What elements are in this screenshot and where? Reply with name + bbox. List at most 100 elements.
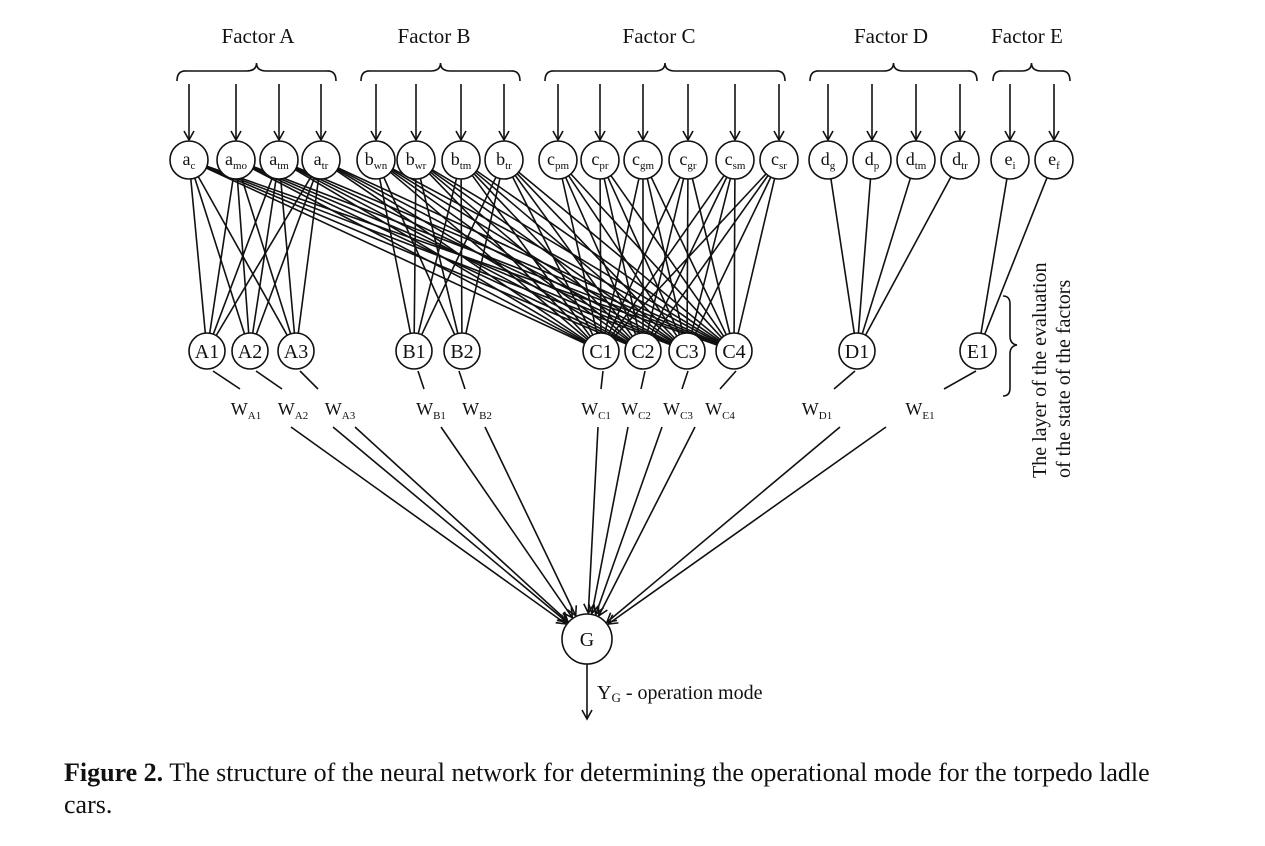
edge-cpr-C1 xyxy=(599,178,602,334)
hidden-label-c3: C3 xyxy=(675,341,698,363)
input-node-dp xyxy=(852,140,892,180)
weight-stub-b1 xyxy=(417,370,425,390)
weight-edge-a2 xyxy=(332,426,569,624)
edge-dp-D1 xyxy=(857,178,872,334)
input-node-cgm xyxy=(623,140,663,180)
input-node-ef xyxy=(1034,140,1074,180)
input-label-cgm: cgm xyxy=(632,149,655,172)
edge-bwn-C4 xyxy=(392,168,719,344)
edge-csm-C1 xyxy=(610,175,725,337)
edge-cpm-C1 xyxy=(561,178,598,334)
input-node-ac xyxy=(169,140,209,180)
input-node-atr xyxy=(301,140,341,180)
weight-edge-a3 xyxy=(354,426,570,623)
hidden-node-a1 xyxy=(188,332,226,370)
input-node-bwn xyxy=(356,140,396,180)
input-node-csr xyxy=(759,140,799,180)
edge-bwn-C2 xyxy=(391,170,629,342)
edge-csr-C3 xyxy=(694,176,772,336)
hidden-label-c1: C1 xyxy=(589,341,612,363)
factor-brace-a xyxy=(176,62,337,82)
hidden-label-d1: D1 xyxy=(845,341,869,363)
edge-csm-C4 xyxy=(733,178,736,334)
weight-edge-e1 xyxy=(606,426,887,625)
edge-btr-B2 xyxy=(465,178,501,334)
output-description: YG - operation mode xyxy=(597,682,763,705)
factor-label-d: Factor D xyxy=(854,24,928,48)
weight-edge-c2 xyxy=(587,426,629,616)
weight-stub-b2 xyxy=(458,370,466,390)
hidden-label-a3: A3 xyxy=(284,341,308,363)
edge-btm-B2 xyxy=(460,178,463,334)
weight-label-b1: WB1 xyxy=(416,399,446,422)
weight-label-e1: WE1 xyxy=(905,399,934,422)
caption-text: The structure of the neural network for … xyxy=(64,758,1150,819)
input-label-btr: btr xyxy=(496,149,512,172)
edge-cgr-C3 xyxy=(686,178,689,334)
hidden-label-e1: E1 xyxy=(967,341,989,363)
hidden-node-e1 xyxy=(959,332,997,370)
weight-stub-e1 xyxy=(943,370,977,390)
hidden-node-b2 xyxy=(443,332,481,370)
weight-label-a1: WA1 xyxy=(231,399,261,422)
edge-csr-C2 xyxy=(652,175,769,337)
input-label-amo: amo xyxy=(225,149,248,172)
layer-note-line-2: of the state of the factors xyxy=(1053,280,1075,478)
edge-btm-C1 xyxy=(471,174,592,337)
edge-btr-B1 xyxy=(420,176,497,336)
weight-stub-c1 xyxy=(600,370,604,390)
factor-brace-c xyxy=(544,62,786,82)
input-label-ei: ei xyxy=(1004,149,1015,172)
edge-cpm-C4 xyxy=(570,173,723,339)
input-node-ei xyxy=(990,140,1030,180)
input-node-atm xyxy=(259,140,299,180)
edge-atr-C4 xyxy=(337,167,719,345)
weight-label-b2: WB2 xyxy=(462,399,492,422)
factor-label-b: Factor B xyxy=(398,24,471,48)
edge-cgr-C1 xyxy=(607,176,681,335)
input-label-dtr: dtr xyxy=(952,149,968,172)
edge-atm-A1 xyxy=(212,177,274,335)
edge-amo-A1 xyxy=(208,178,234,334)
input-label-csr: csr xyxy=(771,149,787,172)
weight-edge-b1 xyxy=(440,426,574,619)
edge-atr-A1 xyxy=(215,175,312,336)
input-label-cpm: cpm xyxy=(547,149,570,172)
input-label-dp: dp xyxy=(865,149,880,172)
edge-btm-B1 xyxy=(417,178,458,334)
input-label-dtm: dtm xyxy=(906,149,927,172)
weight-stub-c4 xyxy=(719,370,737,390)
edge-amo-A3 xyxy=(240,177,292,335)
edge-atm-C1 xyxy=(294,169,586,343)
factor-brace-b xyxy=(360,62,521,82)
weight-edge-c3 xyxy=(593,426,663,617)
edge-atm-C4 xyxy=(296,166,718,345)
hidden-node-c1 xyxy=(582,332,620,370)
hidden-node-c4 xyxy=(715,332,753,370)
layer-brace xyxy=(1002,295,1018,397)
edge-bwn-C1 xyxy=(389,171,588,341)
edge-bwr-C1 xyxy=(428,173,590,339)
weight-label-c3: WC3 xyxy=(663,399,693,422)
edge-cgr-C2 xyxy=(646,178,685,334)
factor-brace-d xyxy=(809,62,978,82)
edge-btr-C3 xyxy=(516,173,676,339)
edge-ef-E1 xyxy=(983,177,1048,335)
input-label-dg: dg xyxy=(821,149,836,172)
factor-label-a: Factor A xyxy=(222,24,296,48)
weight-label-a2: WA2 xyxy=(278,399,308,422)
weight-label-c1: WC1 xyxy=(581,399,611,422)
edge-btm-C4 xyxy=(476,170,720,342)
weight-stub-d1 xyxy=(833,370,856,390)
input-node-bwr xyxy=(396,140,436,180)
edge-dg-D1 xyxy=(830,178,856,334)
weight-edge-c4 xyxy=(597,426,696,618)
edge-amo-C4 xyxy=(253,166,718,346)
hidden-label-b1: B1 xyxy=(402,341,425,363)
hidden-label-a1: A1 xyxy=(195,341,219,363)
edge-atr-A3 xyxy=(297,178,320,334)
input-label-csm: csm xyxy=(725,149,746,172)
weight-stub-a2 xyxy=(255,370,283,390)
